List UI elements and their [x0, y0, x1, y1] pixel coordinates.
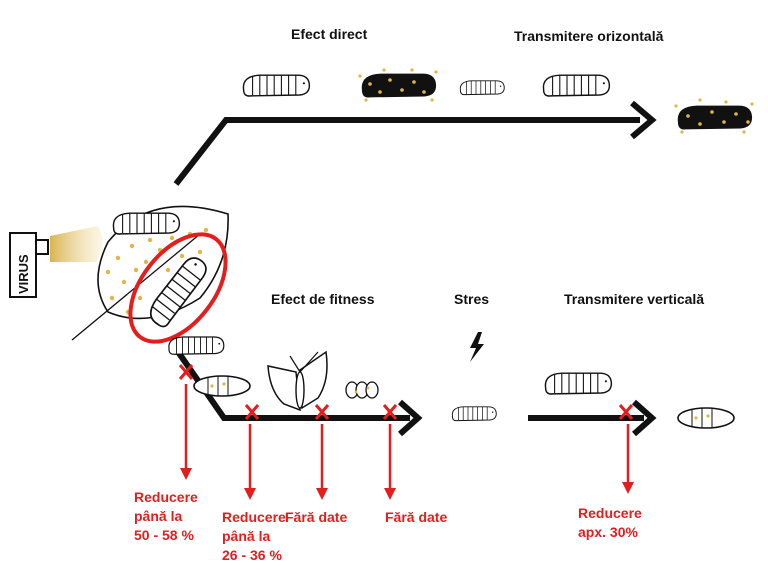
- red-highlight-ring: [128, 232, 228, 344]
- outcome-5-line-2: apx. 30%: [578, 524, 638, 540]
- infected-larva-icon: [674, 98, 754, 134]
- outcome-1-line-3: 50 - 58 %: [134, 527, 194, 543]
- larva-icon: [544, 372, 613, 395]
- outcome-5: Reducere apx. 30%: [578, 504, 642, 542]
- larva-icon: [459, 80, 505, 96]
- pupa-icon: [677, 407, 735, 429]
- label-horizontal-transmission: Transmitere orizontală: [514, 28, 664, 44]
- larva-icon: [168, 336, 225, 355]
- outcome-3-line-1: Fără date: [285, 509, 348, 525]
- lightning-icon: [470, 332, 484, 362]
- outcome-4-line-1: Fără date: [385, 509, 448, 525]
- infected-larva-icon: [358, 68, 438, 102]
- outcome-1: Reducere până la 50 - 58 %: [134, 488, 198, 545]
- label-vertical-transmission: Transmitere verticală: [564, 291, 705, 307]
- outcome-2: Reducere până la 26 - 36 %: [222, 508, 286, 565]
- larva-icon: [112, 212, 181, 235]
- larva-icon: [242, 74, 311, 97]
- egg-cluster-icon: [345, 381, 379, 399]
- outcome-1-line-1: Reducere: [134, 489, 198, 505]
- label-fitness-effect: Efect de fitness: [271, 291, 375, 307]
- pupa-icon: [193, 375, 251, 397]
- outcome-2-line-3: 26 - 36 %: [222, 547, 282, 563]
- label-direct-effect: Efect direct: [291, 26, 368, 42]
- outcome-3: Fără date: [285, 508, 347, 527]
- sprayer-label: VIRUS: [16, 254, 31, 294]
- outcome-2-line-1: Reducere: [222, 509, 286, 525]
- outcome-5-line-1: Reducere: [578, 505, 642, 521]
- larva-icon: [451, 406, 497, 422]
- larva-icon: [542, 74, 611, 97]
- outcome-4: Fără date: [385, 508, 447, 527]
- outcome-1-line-2: până la: [134, 508, 183, 524]
- lower-arrow-vertical: [528, 399, 657, 437]
- lower-arrow-fitness: [171, 344, 423, 437]
- outcome-arrows: [180, 384, 634, 500]
- label-stress: Stres: [454, 291, 490, 307]
- outcome-2-line-2: până la: [222, 528, 271, 544]
- spray-bottle-icon: VIRUS: [9, 226, 103, 298]
- upper-arrow: [173, 100, 657, 186]
- moth-icon: [267, 350, 328, 412]
